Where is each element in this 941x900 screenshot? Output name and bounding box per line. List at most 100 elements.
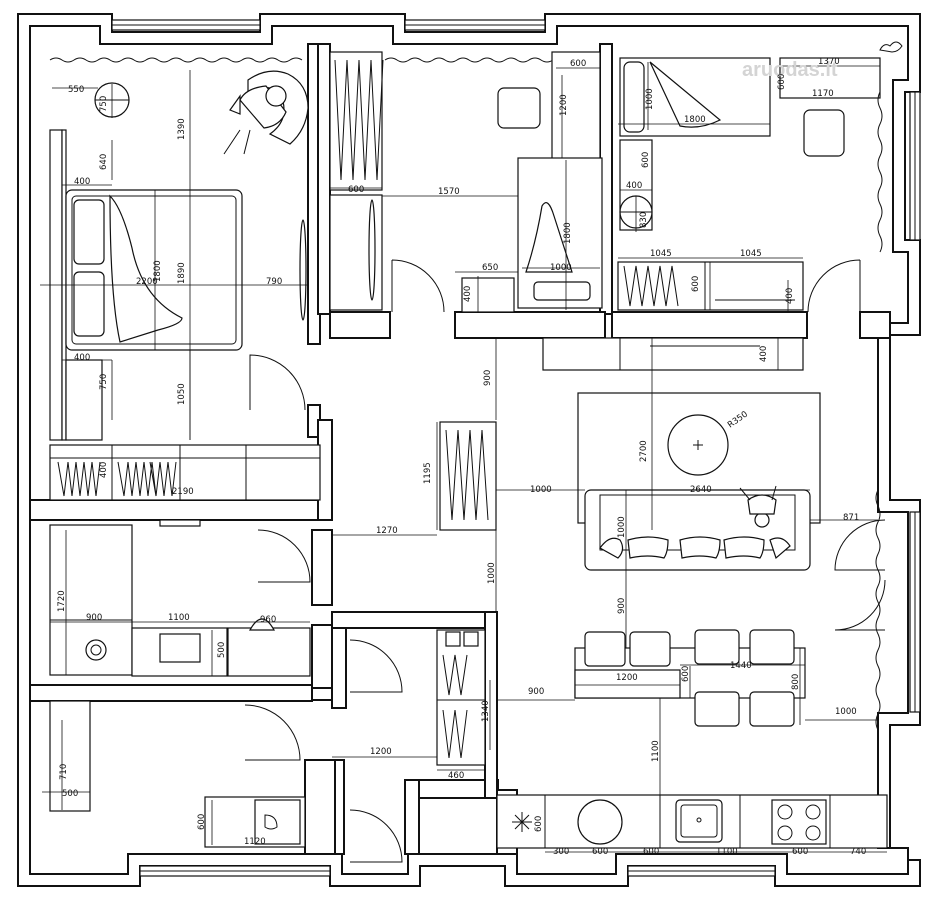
dim-600: 600 [197, 814, 207, 830]
cooktop [771, 799, 827, 845]
bedroom-1 [49, 57, 321, 501]
dim-750: 750 [99, 96, 109, 112]
door-balcony-bottom [834, 579, 886, 631]
dim-1120: 1120 [244, 837, 266, 847]
nightstand-bottom [65, 359, 103, 441]
dim-1200: 1200 [559, 94, 569, 116]
bathroom-1 [49, 519, 311, 677]
dim-1000: 1000 [645, 88, 655, 110]
dim-1000: 1000 [617, 516, 627, 538]
dim-600: 600 [641, 152, 651, 168]
bathroom-2 [49, 700, 306, 848]
wall-bathroom-bottom [29, 684, 313, 702]
dim-500: 500 [217, 642, 227, 658]
dim-400: 400 [785, 288, 795, 304]
dim-1000: 1000 [835, 707, 857, 717]
dim-600: 600 [643, 847, 659, 857]
dim-1800: 1800 [563, 222, 573, 244]
dim-1170: 1170 [812, 89, 834, 99]
hall-wardrobe [436, 629, 486, 766]
dim-790: 790 [266, 277, 282, 287]
desk-bedroom2 [551, 51, 601, 161]
door-bedroom3 [807, 259, 861, 313]
dim-1000: 1000 [550, 263, 572, 273]
dim-1100: 1100 [651, 740, 661, 762]
curtain-bedroom1 [49, 57, 303, 63]
dim-710: 710 [59, 764, 69, 780]
dim-600: 600 [777, 74, 787, 90]
dim-900: 900 [528, 687, 544, 697]
dim-640: 640 [99, 154, 109, 170]
dim-550: 550 [68, 85, 84, 95]
dim-1045: 1045 [740, 249, 762, 259]
drain-icon [85, 639, 107, 661]
dim-1000: 1000 [487, 562, 497, 584]
door-balcony-top [834, 519, 886, 571]
dining-chair-5 [694, 691, 740, 727]
door-bedroom2 [391, 259, 445, 313]
dim-2700: 2700 [639, 440, 649, 462]
dim-1270: 1270 [376, 526, 398, 536]
pillow-2 [73, 271, 105, 337]
dim-2200: 2200 [136, 277, 158, 287]
dim-400: 400 [99, 462, 109, 478]
dim-400: 400 [759, 346, 769, 362]
dim-960: 960 [260, 615, 276, 625]
dim-1045: 1045 [650, 249, 672, 259]
tv-unit [542, 337, 804, 371]
dim-500: 500 [62, 789, 78, 799]
dining-chair-3 [694, 629, 740, 665]
door-bathroom1 [257, 529, 311, 583]
windows [111, 19, 921, 877]
dining-chair-2 [629, 631, 671, 667]
kitchen [496, 794, 888, 849]
dim-1050: 1050 [177, 383, 187, 405]
dim-600: 600 [681, 666, 691, 682]
pillow-1 [73, 199, 105, 265]
dimension-labels: 550 750 640 400 1390 1800 1890 2200 790 … [57, 57, 866, 857]
washbasin [159, 633, 201, 663]
dim-1370: 1370 [818, 57, 840, 67]
wardrobe-bedroom3 [617, 261, 804, 311]
dining-chair-1 [584, 631, 626, 667]
dim-650: 650 [482, 263, 498, 273]
dim-2640: 2640 [690, 485, 712, 495]
dim-900: 900 [617, 598, 627, 614]
dim-400: 400 [74, 177, 90, 187]
bench-bedroom2 [461, 277, 515, 313]
dim-460: 460 [448, 771, 464, 781]
dimension-lines [40, 62, 887, 853]
curtain-bedroom2 [384, 57, 554, 63]
bedroom-2 [329, 51, 603, 313]
dim-1200: 1200 [370, 747, 392, 757]
dim-740: 740 [850, 847, 866, 857]
dim-900: 900 [483, 370, 493, 386]
kitchen-plant-icon [512, 812, 532, 832]
dim-1800: 1800 [153, 260, 163, 282]
dim-1195: 1195 [423, 462, 433, 484]
wall-bedroom1-bottom [29, 499, 333, 521]
dim-1800: 1800 [684, 115, 706, 125]
dim-2190: 2190 [172, 487, 194, 497]
bathroom2-cabinet [49, 700, 91, 812]
interior-walls [29, 43, 891, 855]
dim-800: 800 [791, 674, 801, 690]
dim-1390: 1390 [177, 118, 187, 140]
armchair-bedroom1 [223, 70, 309, 155]
dim-1440: 1440 [730, 661, 752, 671]
kitchen-round-sink [577, 799, 623, 845]
dining-chair-6 [749, 691, 795, 727]
dim-1200: 1200 [616, 673, 638, 683]
chair-bedroom3 [803, 109, 845, 157]
dim-871: 871 [843, 513, 859, 523]
watermark-cloud-icon [879, 41, 903, 53]
dim-600: 600 [534, 816, 544, 832]
dining-chair-4 [749, 629, 795, 665]
dim-300: 300 [553, 847, 569, 857]
watermark-text: aruodas.lt [742, 59, 838, 81]
dim-600: 600 [348, 185, 364, 195]
dim-600: 600 [792, 847, 808, 857]
dim-400: 400 [463, 286, 473, 302]
dim-400: 400 [74, 353, 90, 363]
dim-1720: 1720 [57, 590, 67, 612]
